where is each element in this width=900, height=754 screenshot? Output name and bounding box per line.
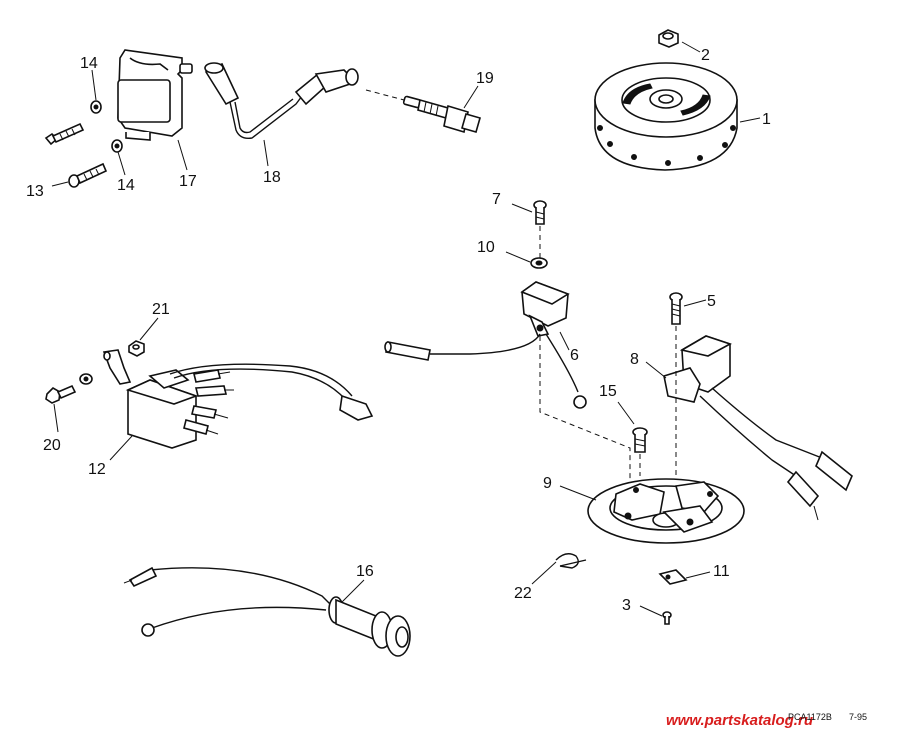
coil-washer-upper (90, 100, 102, 114)
power-pack-nut (128, 340, 145, 357)
callout-1: 1 (762, 111, 771, 128)
spark-plug (365, 89, 481, 134)
base-screw (632, 427, 648, 453)
callout-labels: 1 2 3 5 6 7 8 9 10 11 12 13 14 14 15 16 … (26, 47, 771, 614)
callout-7: 7 (492, 191, 501, 208)
charge-coil (384, 281, 587, 409)
retainer-clip (658, 569, 688, 585)
callout-18: 18 (263, 169, 281, 186)
watermark-text: www.partskatalog.ru (666, 712, 813, 729)
figure-code: PCA1172B (788, 712, 832, 722)
callout-9: 9 (543, 475, 552, 492)
callout-6: 6 (570, 347, 579, 364)
callout-17: 17 (179, 173, 197, 190)
callout-10: 10 (477, 239, 495, 256)
callout-5: 5 (707, 293, 716, 310)
coil-mounting-screw-upper (44, 122, 85, 146)
sensor-mount-screw (669, 292, 683, 325)
ignition-coil (117, 49, 193, 141)
flywheel-nut (658, 29, 679, 48)
armature-plate (587, 478, 745, 544)
callout-2: 2 (701, 47, 710, 64)
coil-mounting-screw-lower (68, 162, 108, 188)
coil-washer-lower (111, 139, 123, 153)
callout-14-upper: 14 (80, 55, 98, 72)
figure-date: 7-95 (849, 712, 868, 722)
power-pack (102, 349, 374, 449)
callout-16: 16 (356, 563, 374, 580)
power-pack-screw (45, 373, 93, 404)
callout-11: 11 (713, 563, 730, 580)
sensor-screw (533, 200, 547, 225)
guide-line-coil (539, 336, 631, 490)
callout-22: 22 (514, 585, 532, 602)
callout-20: 20 (43, 437, 61, 454)
spark-plug-lead (204, 62, 359, 140)
sensor-washer (530, 257, 548, 269)
callout-12: 12 (88, 461, 106, 478)
callout-8: 8 (630, 351, 639, 368)
small-screw (662, 611, 672, 625)
wire-clamp (555, 553, 587, 569)
callout-13: 13 (26, 183, 44, 200)
callout-14-lower: 14 (117, 177, 135, 194)
callout-3: 3 (622, 597, 631, 614)
flywheel (594, 62, 738, 171)
callout-21: 21 (152, 301, 170, 318)
timer-base-sensor (663, 335, 853, 521)
callout-15: 15 (599, 383, 617, 400)
stop-switch-harness (123, 566, 411, 657)
callout-19: 19 (476, 70, 494, 87)
leader-lines (51, 41, 761, 617)
